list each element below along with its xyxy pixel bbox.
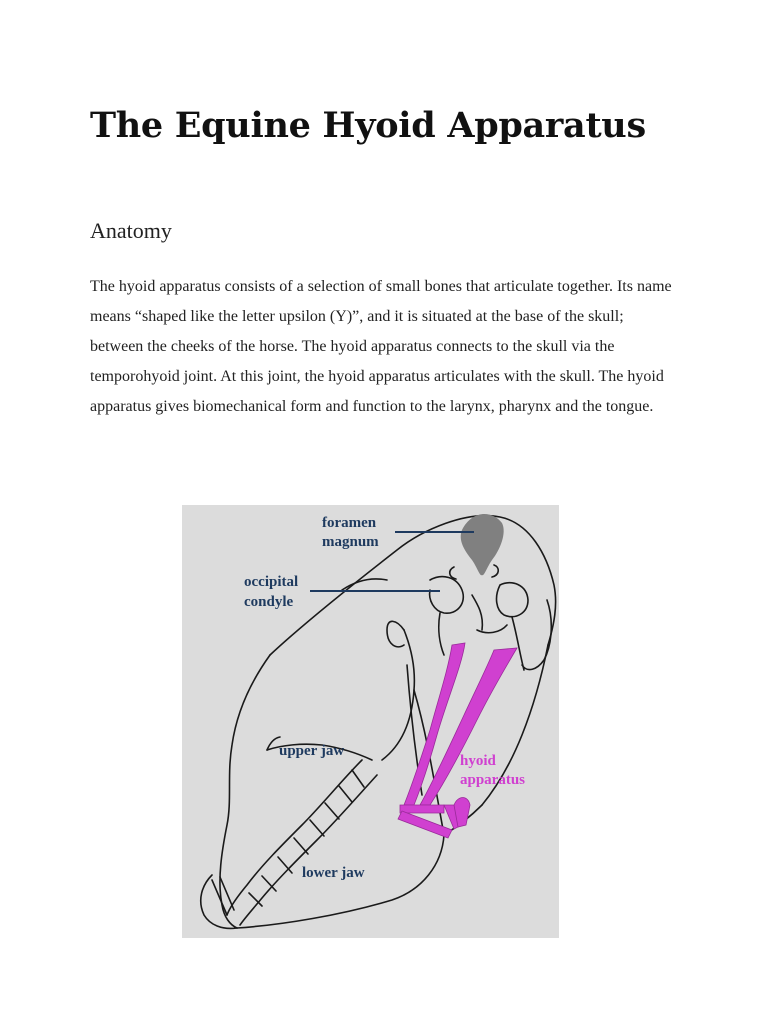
foramen-magnum-shape xyxy=(460,513,504,576)
label-pointers xyxy=(310,531,474,592)
section-heading: Anatomy xyxy=(90,218,172,243)
label-upper-jaw: upper jaw xyxy=(279,743,344,759)
label-occipital-line2: condyle xyxy=(244,594,294,610)
label-hyoid-line2: apparatus xyxy=(460,772,525,788)
label-foramen-line2: magnum xyxy=(322,534,379,550)
hyoid-apparatus-shape xyxy=(397,642,518,839)
skull-diagram: foramen magnum occipital condyle upper j… xyxy=(182,505,559,938)
label-lower-jaw: lower jaw xyxy=(302,865,365,881)
page-title: The Equine Hyoid Apparatus xyxy=(90,105,646,146)
skull-illustration: foramen magnum occipital condyle upper j… xyxy=(200,513,557,930)
hyoid-labels: hyoid apparatus xyxy=(460,753,525,788)
label-occipital-line1: occipital xyxy=(244,574,298,590)
skull-outline xyxy=(200,514,557,930)
label-foramen-line1: foramen xyxy=(322,515,377,531)
label-hyoid-line1: hyoid xyxy=(460,753,497,769)
figure-labels: foramen magnum occipital condyle upper j… xyxy=(244,515,379,881)
body-paragraph: The hyoid apparatus consists of a select… xyxy=(90,278,672,415)
